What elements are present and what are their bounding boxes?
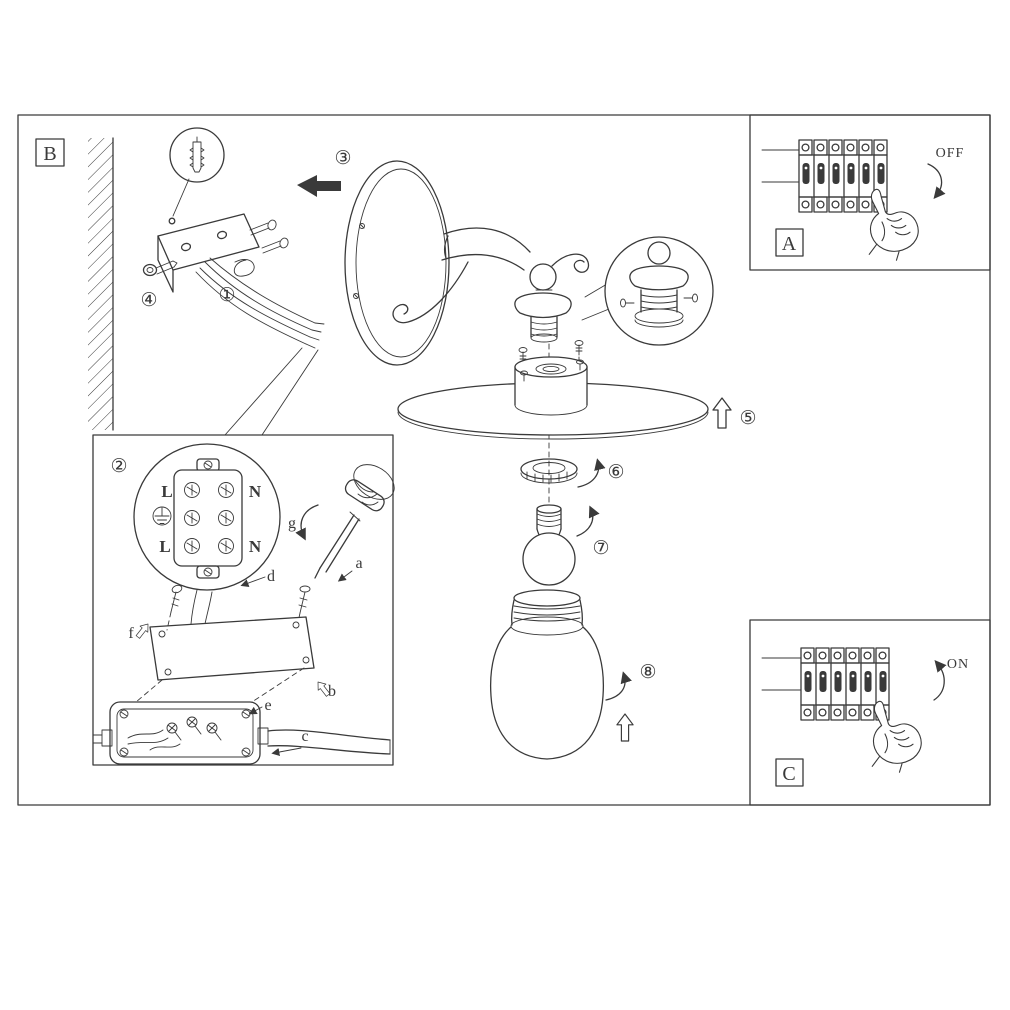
terminal-label-N-bottom: N <box>249 537 262 556</box>
terminal-label-N-top: N <box>249 482 262 501</box>
mounting-bracket <box>157 213 325 436</box>
detail-side-screws <box>620 293 698 308</box>
part-letter-f: f <box>128 625 134 642</box>
wall-plug-icon <box>189 136 205 173</box>
flip-up-arrow-icon <box>933 660 947 701</box>
screw-a-icon <box>295 585 311 633</box>
terminal-block: L N L N <box>152 458 262 579</box>
mounting-plate: f b <box>128 584 336 703</box>
pointing-hand-icon <box>871 700 922 773</box>
terminal-screws <box>184 482 234 554</box>
step-4-marker: ④ <box>140 289 157 311</box>
wall-hatching <box>88 137 114 431</box>
hand-outline <box>353 464 395 500</box>
wiring-inset: ② L N L N <box>92 434 395 766</box>
leader-a <box>337 570 353 582</box>
bracket-wires <box>195 257 325 349</box>
ground-symbol-icon <box>152 506 172 526</box>
flip-down-arrow-icon <box>927 163 946 199</box>
breaker-inset-on: ON C <box>749 619 991 806</box>
junction-box: e c <box>92 697 391 765</box>
part-letter-a: a <box>355 555 362 572</box>
diffuser-step8: ⑧ <box>489 589 657 760</box>
wall-anchor-detail <box>168 127 225 225</box>
pointing-hand-icon <box>868 188 919 261</box>
scroll-ornament-right <box>551 253 590 273</box>
terminal-label-L-top: L <box>161 482 172 501</box>
part-letter-c: c <box>301 728 308 745</box>
up-arrow-icon-step5 <box>712 397 732 429</box>
screw-step4: ④ <box>140 260 178 311</box>
step-6-marker: ⑥ <box>607 461 624 483</box>
terminal-label-L-bottom: L <box>159 537 170 556</box>
lamp-body <box>344 160 590 373</box>
step-7-marker: ⑦ <box>592 537 609 559</box>
step-2-marker: ② <box>110 455 127 477</box>
shade-assembly: ⑤ <box>397 356 757 440</box>
step-3-marker: ③ <box>334 147 351 169</box>
ring-step6: ⑥ <box>520 458 625 488</box>
part-letter-b: b <box>328 683 336 700</box>
section-label-b: B <box>35 138 65 167</box>
rotate-arrow-icon-step6 <box>577 458 606 488</box>
shade-screws <box>520 359 584 382</box>
arrow-icon-f <box>133 620 153 641</box>
step-1-marker: ① <box>218 284 235 306</box>
mains-cable <box>267 729 391 755</box>
scroll-ornament-left <box>392 261 469 324</box>
part-letter-d: d <box>267 568 275 585</box>
section-label-b-text: B <box>43 143 56 165</box>
breaker-inset-off: OFF A <box>749 114 991 271</box>
direction-arrow-step3: ③ <box>297 147 352 197</box>
leader-e <box>248 706 263 715</box>
screwdriver-hand: g a <box>288 464 395 633</box>
screw-f-icon <box>166 584 183 631</box>
leader-d <box>240 576 266 587</box>
step-8-marker: ⑧ <box>639 661 656 683</box>
leader-c <box>271 747 302 756</box>
main-frame <box>17 114 991 806</box>
leader-to-wiring-inset <box>224 347 303 436</box>
switch-state-off: OFF <box>936 146 965 161</box>
section-label-c-text: C <box>782 763 795 785</box>
socket-detail-circle <box>581 236 714 346</box>
bulb-step7: ⑦ <box>522 504 610 586</box>
section-label-a-text: A <box>782 233 797 255</box>
step-5-marker: ⑤ <box>739 407 756 429</box>
rotate-arrow-icon-step8 <box>605 671 632 701</box>
up-arrow-icon-step8 <box>616 713 634 742</box>
rotate-arrow-icon-step7 <box>576 505 600 537</box>
junction-terminals <box>127 716 222 751</box>
leader-to-wiring-inset-2 <box>261 349 319 436</box>
part-letter-e: e <box>264 697 271 714</box>
bracket-screw-icon <box>249 219 289 254</box>
part-letter-g: g <box>288 515 296 532</box>
lamp-holder <box>514 289 572 343</box>
switch-state-on: ON <box>947 657 969 672</box>
left-arrow-icon <box>297 175 341 197</box>
rotate-arrow-icon-g <box>295 504 319 541</box>
